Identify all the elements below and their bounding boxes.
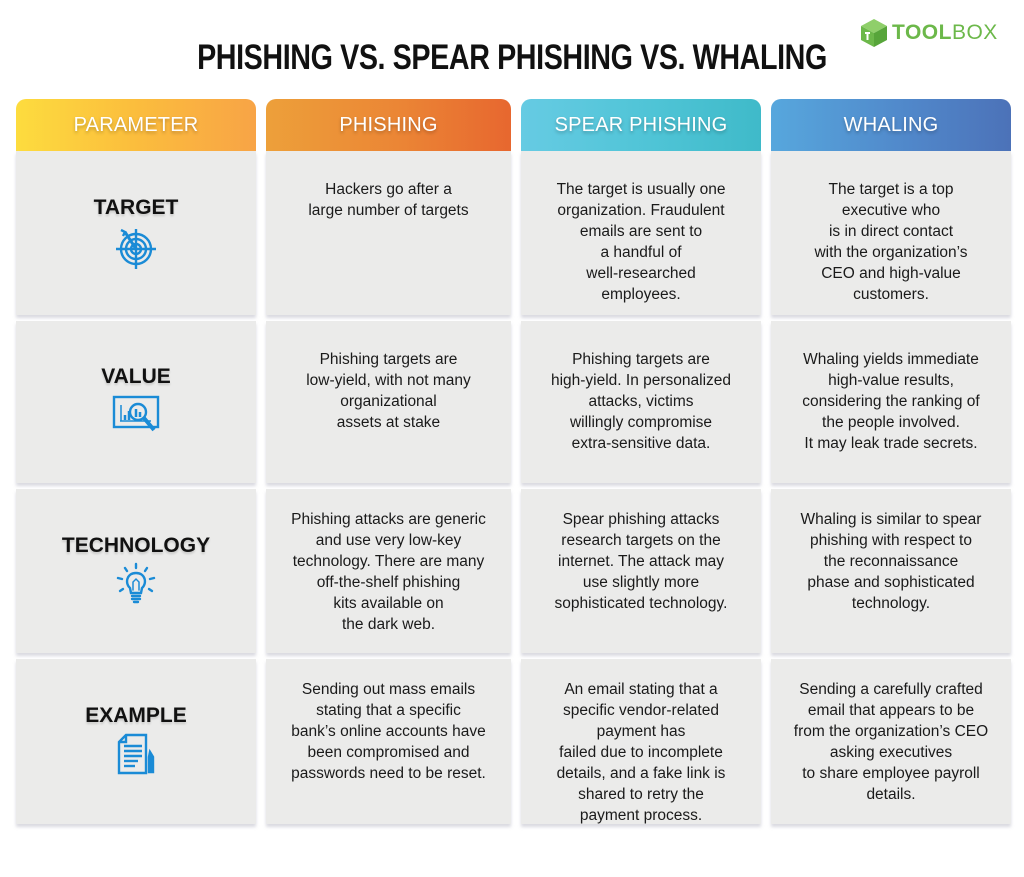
parameter-label: TARGET xyxy=(93,195,179,219)
header-phishing: PHISHING xyxy=(266,99,511,151)
spear-phishing-cell: Spear phishing attacks research targets … xyxy=(521,489,761,653)
phishing-cell: Hackers go after a large number of targe… xyxy=(266,151,511,315)
header-parameter: PARAMETER xyxy=(16,99,256,151)
toolbox-logo: TOOLBOX xyxy=(860,18,998,48)
parameter-label: VALUE xyxy=(101,364,171,388)
spear-phishing-cell: An email stating that a specific vendor-… xyxy=(521,659,761,824)
parameter-cell: TARGET xyxy=(16,151,256,315)
whaling-cell: Whaling is similar to spear phishing wit… xyxy=(771,489,1011,653)
cube-icon xyxy=(861,19,887,47)
lightbulb-icon xyxy=(116,562,156,603)
parameter-label: TECHNOLOGY xyxy=(61,533,211,557)
phishing-cell: Phishing targets are low-yield, with not… xyxy=(266,321,511,483)
table-row-target: TARGET Hackers go after a large number o… xyxy=(16,151,1011,315)
table-row-value: VALUE Phishing targets are low-yield, wi… xyxy=(16,321,1011,483)
table-row-technology: TECHNOLOGY Phishing xyxy=(16,489,1011,653)
spear-phishing-cell: Phishing targets are high-yield. In pers… xyxy=(521,321,761,483)
parameter-label: EXAMPLE xyxy=(85,704,187,727)
header-row: PARAMETER PHISHING SPEAR PHISHING WHALIN… xyxy=(16,99,1011,151)
parameter-cell: TECHNOLOGY xyxy=(16,489,256,653)
phishing-cell: Sending out mass emails stating that a s… xyxy=(266,659,511,824)
whaling-cell: Sending a carefully crafted email that a… xyxy=(771,659,1011,824)
whaling-cell: The target is a top executive who is in … xyxy=(771,151,1011,315)
document-pen-icon xyxy=(117,733,155,775)
phishing-cell: Phishing attacks are generic and use ver… xyxy=(266,489,511,653)
page-title: PHISHING VS. SPEAR PHISHING VS. WHALING xyxy=(197,38,827,77)
target-icon xyxy=(116,228,156,269)
whaling-cell: Whaling yields immediate high-value resu… xyxy=(771,321,1011,483)
table-row-example: EXAMPLE Sending out mass emails stating … xyxy=(16,659,1011,824)
parameter-cell: VALUE xyxy=(16,321,256,483)
header-whaling: WHALING xyxy=(771,99,1011,151)
analytics-magnifier-icon xyxy=(112,395,160,431)
header-spear-phishing: SPEAR PHISHING xyxy=(521,99,761,151)
comparison-table: PARAMETER PHISHING SPEAR PHISHING WHALIN… xyxy=(16,99,1011,824)
spear-phishing-cell: The target is usually one organization. … xyxy=(521,151,761,315)
parameter-cell: EXAMPLE xyxy=(16,659,256,824)
logo-text: TOOLBOX xyxy=(892,21,998,44)
